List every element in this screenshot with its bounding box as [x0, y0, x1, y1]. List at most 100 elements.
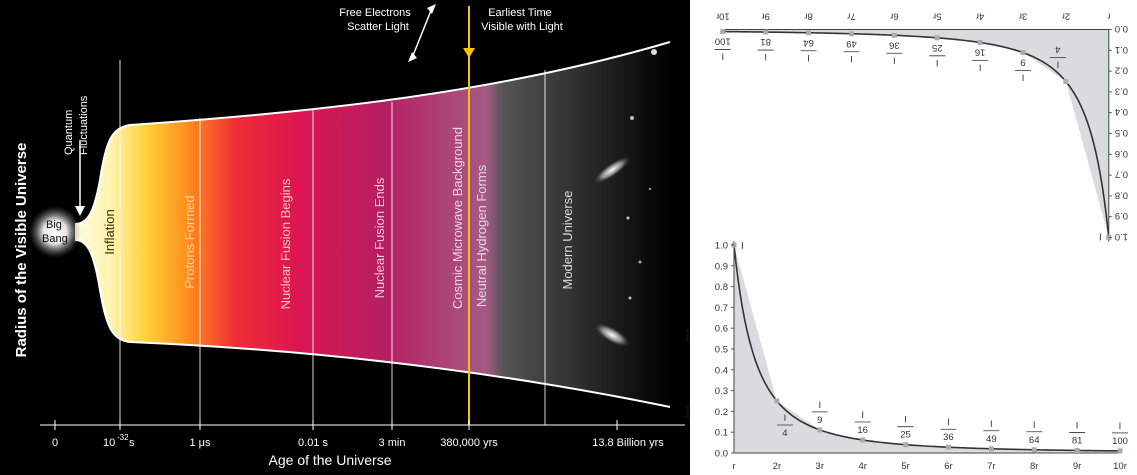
- upper-chart-fraction-numerator: I: [893, 54, 896, 65]
- lower-chart-fraction-denominator: 49: [986, 434, 997, 445]
- upper-chart-fraction-denominator: 36: [889, 39, 900, 50]
- lower-chart-fraction-numerator: I: [818, 400, 821, 411]
- lower-chart-fraction-denominator: 100: [1112, 436, 1128, 447]
- era-neutral-hydrogen: Neutral Hydrogen Forms: [474, 164, 489, 307]
- lower-chart-x-tick-label: 9r: [1073, 461, 1081, 472]
- upper-chart-x-tick-label: 8r: [804, 11, 812, 22]
- lower-chart-x-tick-label: 3r: [816, 461, 824, 472]
- upper-chart-fraction-numerator: I: [807, 52, 810, 63]
- era-labels: Inflation Protons Formed Nuclear Fusion …: [102, 127, 575, 309]
- lower-chart-x-tick-label: 10r: [1113, 461, 1127, 472]
- lower-chart-point: [817, 427, 823, 433]
- upper-chart-fraction-numerator: I: [1057, 59, 1060, 70]
- lower-chart-curve: [733, 244, 1121, 452]
- lower-chart-y-tick-label: 0.4: [715, 365, 728, 376]
- upper-chart-curve: [722, 30, 1110, 238]
- upper-chart-fraction-denominator: 4: [1055, 44, 1060, 55]
- lower-chart-fraction-numerator: I: [904, 415, 907, 426]
- upper-chart-x-tick-label: 9r: [761, 11, 769, 22]
- lower-chart-y-tick-label: 0.0: [715, 449, 728, 460]
- upper-chart-fraction-denominator: 25: [932, 42, 943, 53]
- lower-chart-point: [860, 437, 866, 443]
- arrow-head-icon: [75, 206, 85, 216]
- upper-chart-fraction-numerator: I: [850, 53, 853, 64]
- galaxies: [591, 49, 657, 348]
- lower-chart-y-tick-label: 1.0: [715, 241, 728, 252]
- upper-chart-fraction-denominator: 9: [1020, 57, 1025, 68]
- universe-timeline-svg: Radius of the Visible Universe Age of th…: [13, 4, 685, 468]
- upper-chart-x-tick-label: 6r: [890, 11, 898, 22]
- time-axis-ticks: [54, 420, 618, 430]
- upper-chart-y-tick-label: 0.1: [1115, 44, 1128, 55]
- upper-chart-x-tick-label: 3r: [1019, 11, 1027, 22]
- lower-chart-fraction-denominator: 81: [1072, 435, 1083, 446]
- y-axis-title: Radius of the Visible Universe: [13, 143, 30, 358]
- scatter-arrow: [411, 7, 433, 59]
- lower-chart-point: [1074, 447, 1080, 453]
- lower-chart-y-tick-label: 0.2: [715, 407, 728, 418]
- era-modern-universe: Modern Universe: [560, 191, 575, 290]
- upper-chart-x-tick-label: 7r: [847, 11, 855, 22]
- lower-chart-x-tick-label: 5r: [901, 461, 909, 472]
- upper-chart-point: [1020, 50, 1026, 56]
- lower-chart-fraction-denominator: 4: [782, 428, 787, 439]
- lower-chart-y-tick-label: 0.7: [715, 303, 728, 314]
- lower-chart-y-tick-label: 0.1: [715, 428, 728, 439]
- upper-chart-x-tick-label: 4r: [976, 11, 984, 22]
- upper-boundary: [74, 41, 671, 225]
- lower-chart-point: [945, 444, 951, 450]
- lower-chart-point: [1031, 447, 1037, 453]
- arrow-head-icon: [427, 4, 436, 14]
- upper-chart-fraction-numerator: I: [721, 51, 724, 62]
- visible-with-light-label: Visible with Light: [481, 21, 563, 33]
- upper-chart-point: [806, 30, 812, 36]
- upper-chart-y-tick-label: 0.8: [1115, 189, 1128, 200]
- lower-boundary: [74, 239, 671, 408]
- lower-chart-x-tick-label: r: [732, 461, 735, 472]
- upper-chart-point: [848, 31, 854, 37]
- upper-chart-x-tick-label: 2r: [1062, 11, 1070, 22]
- lower-chart-origin-label: I: [741, 241, 744, 252]
- big-bang-label: Bang: [42, 233, 68, 245]
- lower-chart-fraction-denominator: 9: [817, 415, 822, 426]
- arrow-head-icon: [408, 52, 417, 62]
- upper-chart-y-tick-label: 0.9: [1115, 210, 1128, 221]
- upper-chart-y-tick-label: 0.5: [1115, 127, 1128, 138]
- yellow-arrow-icon: [463, 48, 475, 58]
- upper-chart-fraction-denominator: 64: [803, 37, 814, 48]
- lower-chart-x-tick-label: 8r: [1030, 461, 1038, 472]
- lower-chart-y-tick-label: 0.9: [715, 261, 728, 272]
- upper-chart-fraction-numerator: I: [764, 51, 767, 62]
- lower-chart-fraction-numerator: I: [947, 417, 950, 428]
- upper-chart-point: [934, 35, 940, 41]
- era-protons-formed: Protons Formed: [182, 195, 197, 288]
- lower-chart-area: [734, 245, 1120, 453]
- free-electrons-label: Free Electrons: [339, 7, 411, 19]
- lower-chart-point: [988, 446, 994, 452]
- upper-chart-y-tick-label: 0.6: [1115, 148, 1128, 159]
- tick-label-3min: 3 min: [379, 437, 406, 449]
- upper-chart-y-tick-label: 0.2: [1115, 65, 1128, 76]
- upper-chart-fraction-numerator: I: [936, 57, 939, 68]
- lower-chart-x-tick-label: 6r: [944, 461, 952, 472]
- era-nuclear-fusion-begins: Nuclear Fusion Begins: [278, 178, 293, 309]
- tick-label-13-8-billion: 13.8 Billion yrs: [592, 437, 664, 449]
- upper-chart-inner: 0.00.10.20.30.40.50.60.70.80.91.0Ir2r3r4…: [714, 11, 1128, 242]
- upper-chart-area: [722, 29, 1109, 238]
- universe-timeline-diagram: Radius of the Visible Universe Age of th…: [0, 0, 690, 475]
- era-nuclear-fusion-ends: Nuclear Fusion Ends: [372, 177, 387, 298]
- upper-chart-point: [720, 29, 726, 35]
- big-bang-label: Big: [46, 219, 62, 231]
- lower-chart-fraction-denominator: 25: [900, 430, 911, 441]
- universe-funnel: [75, 42, 670, 407]
- era-dividers: [119, 60, 546, 425]
- lower-chart-y-tick-label: 0.5: [715, 345, 728, 356]
- lower-chart-fraction-numerator: I: [990, 419, 993, 430]
- tick-label-10: 10: [103, 437, 115, 449]
- upper-chart-point: [977, 40, 983, 45]
- lower-chart-y-tick-label: 0.6: [715, 324, 728, 335]
- upper-chart-x-tick-label: 10r: [716, 11, 730, 22]
- lower-chart-y-tick-label: 0.8: [715, 282, 728, 293]
